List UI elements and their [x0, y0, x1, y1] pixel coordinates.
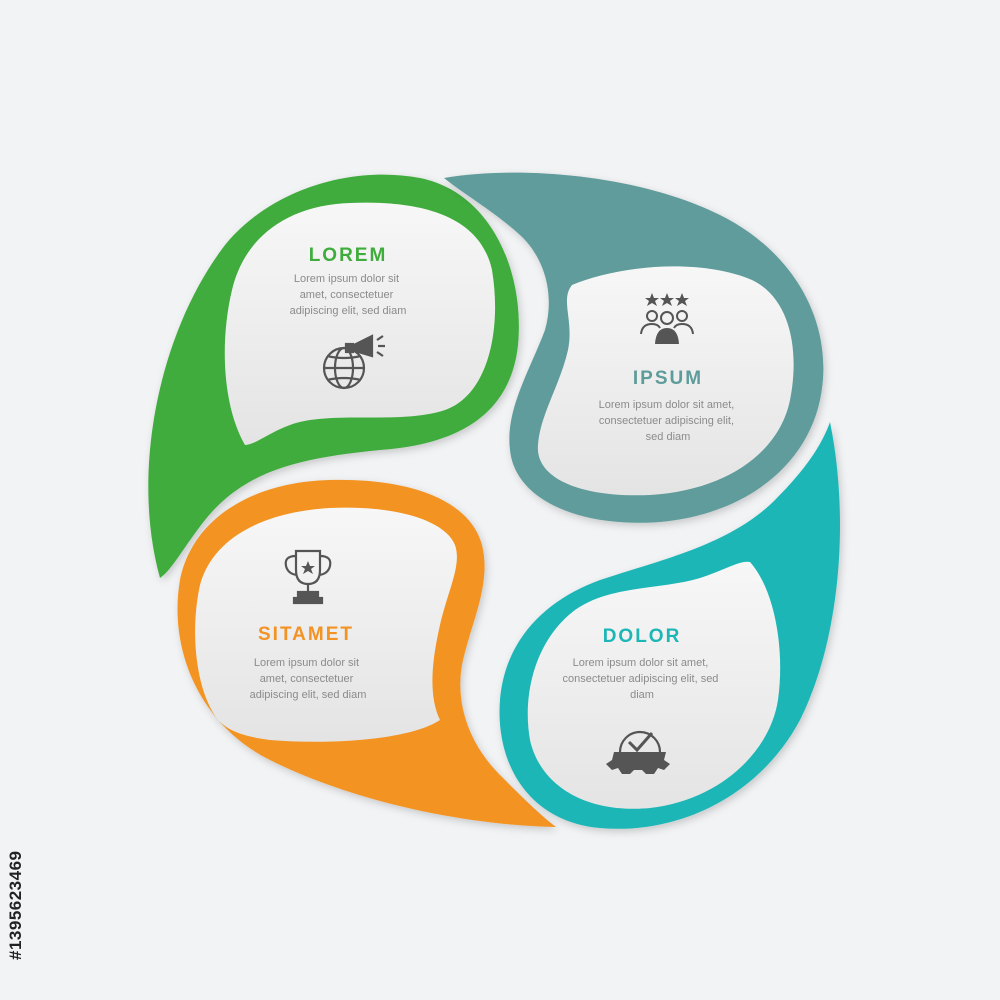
segment-ipsum-text: Lorem ipsum dolor sit amet, consectetuer…	[599, 399, 738, 443]
stock-id-label: #139562346​9	[6, 850, 25, 960]
segment-sitamet: SITAMET Lorem ipsum dolor sit amet, cons…	[177, 479, 556, 827]
megaphone-globe-icon	[322, 334, 385, 390]
segment-sitamet-title: SITAMET	[258, 624, 354, 645]
segment-lorem-card	[224, 202, 496, 445]
segment-dolor-card	[527, 561, 781, 809]
segment-lorem-text: Lorem ipsum dolor sit amet, consectetuer…	[290, 273, 407, 317]
segment-sitamet-card	[195, 507, 457, 742]
team-rating-icon	[640, 293, 694, 344]
segment-lorem-title: LOREM	[309, 245, 388, 266]
trophy-icon	[284, 549, 332, 605]
segment-dolor: DOLOR Lorem ipsum dolor sit amet, consec…	[499, 422, 840, 829]
segment-dolor-title: DOLOR	[603, 626, 682, 647]
segment-sitamet-text: Lorem ipsum dolor sit amet, consectetuer…	[250, 657, 367, 701]
segment-dolor-text: Lorem ipsum dolor sit amet, consectetuer…	[563, 657, 722, 701]
segment-ipsum-title: IPSUM	[633, 368, 703, 389]
gear-check-icon	[606, 730, 670, 774]
segment-ipsum: IPSUM Lorem ipsum dolor sit amet, consec…	[444, 172, 824, 523]
segment-ipsum-card	[537, 266, 794, 496]
segment-lorem: LOREM Lorem ipsum dolor sit amet, consec…	[148, 174, 519, 578]
